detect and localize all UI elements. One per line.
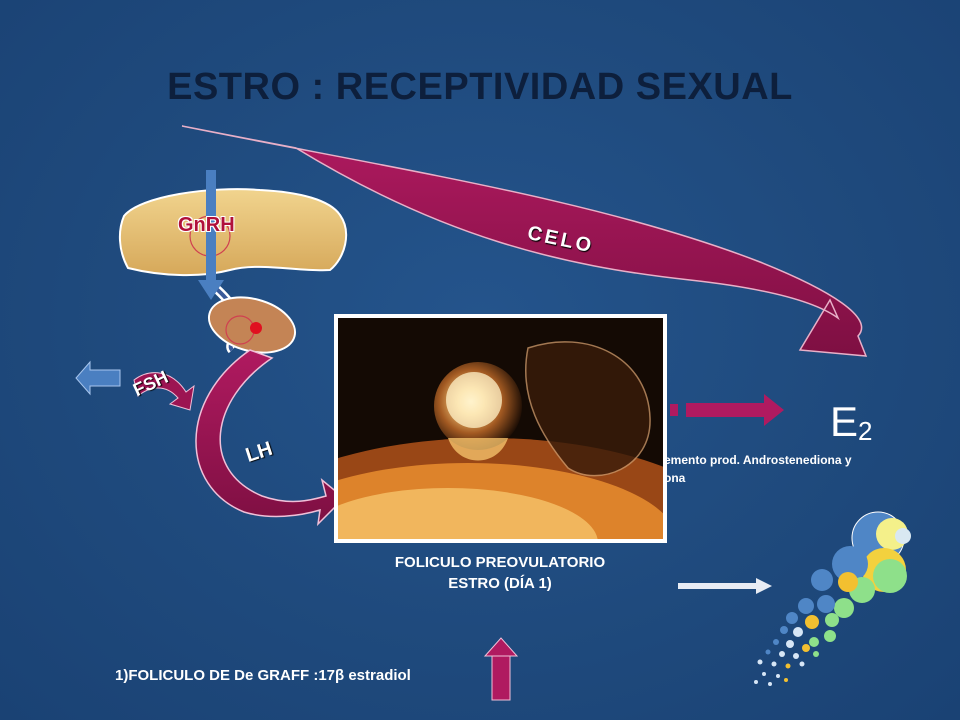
up-arrow-shaft [491, 653, 511, 701]
slide-title: ESTRO : RECEPTIVIDAD SEXUAL [167, 66, 793, 108]
e2-note-line1: emento prod. Androstenediona y [664, 453, 852, 467]
celo-arrow [181, 125, 868, 357]
e2-subscript: 2 [858, 416, 873, 446]
follicle-photo [338, 318, 663, 539]
white-arrow-head [756, 578, 772, 594]
gnrh-arrow-shaft [206, 170, 216, 282]
e2-main: E [830, 398, 859, 445]
e2-arrow-shaft [686, 403, 766, 417]
fsh-left-arrow [75, 360, 121, 396]
white-arrow-shaft [678, 583, 758, 589]
follicle-photo-frame [334, 314, 667, 543]
footer-text: 1)FOLICULO DE De GRAFF :17β estradiol [115, 667, 411, 684]
e2-note: emento prod. Androstenediona y ona [664, 451, 954, 487]
caption-line1: FOLICULO PREOVULATORIO [394, 554, 606, 571]
lh-curved-arrow [195, 349, 346, 527]
up-arrow-head [483, 637, 519, 657]
e2-label: E2 [830, 398, 872, 447]
e2-arrow-head [764, 394, 784, 426]
gnrh-arrow-head [198, 280, 224, 300]
e2-note-line2: ona [664, 471, 686, 485]
caption-line2: ESTRO (DÍA 1) [448, 575, 552, 592]
follicle-caption: FOLICULO PREOVULATORIO ESTRO (DÍA 1) [335, 552, 665, 594]
hypothalamus-shape [118, 188, 348, 277]
gnrh-label: GnRH [178, 214, 235, 236]
bubbles-cluster [754, 511, 911, 686]
e2-arrow-stub [670, 404, 678, 416]
fsh-curved-arrow [133, 372, 195, 411]
